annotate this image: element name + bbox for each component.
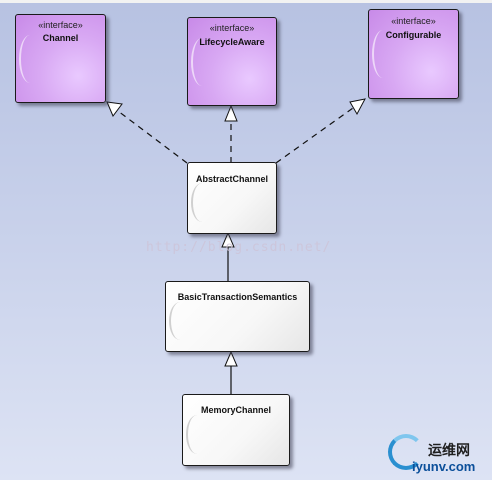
class-name: Channel — [42, 33, 79, 43]
arrowhead-lifecycleaware — [224, 104, 238, 122]
interface-channel[interactable]: «interface» Channel — [15, 14, 106, 103]
class-name: BasicTransactionSemantics — [177, 292, 298, 302]
stereotype-label: «interface» — [391, 16, 436, 26]
interface-configurable[interactable]: «interface» Configurable — [368, 9, 459, 99]
arrowhead-configurable — [349, 98, 366, 116]
arrowhead-channel — [106, 101, 123, 117]
arrowhead-basictransactionsemantics — [224, 350, 238, 367]
class-basictransactionsemantics[interactable]: BasicTransactionSemantics — [165, 281, 310, 352]
stereotype-label: «interface» — [209, 23, 255, 33]
logo-url: iyunv.com — [412, 459, 476, 474]
stereotype-label: «interface» — [38, 20, 83, 30]
class-name: MemoryChannel — [200, 405, 271, 415]
arrowhead-abstractchannel — [221, 231, 235, 248]
logo-ring-icon — [388, 434, 424, 470]
edge-abstractchannel-configurable — [275, 107, 354, 164]
edge-abstractchannel-channel — [117, 110, 188, 164]
logo-name: 运维网 — [428, 443, 470, 459]
class-name: AbstractChannel — [195, 174, 268, 184]
watermark-text: http://blog.csdn.net/ — [146, 240, 332, 255]
class-name: Configurable — [385, 30, 442, 40]
class-name: LifecycleAware — [199, 37, 265, 47]
interface-lifecycleaware[interactable]: «interface» LifecycleAware — [187, 17, 277, 106]
class-memorychannel[interactable]: MemoryChannel — [182, 394, 290, 466]
window-top-strip — [0, 0, 492, 3]
class-abstractchannel[interactable]: AbstractChannel — [187, 162, 277, 234]
site-logo: 运维网 iyunv.com — [384, 430, 492, 480]
